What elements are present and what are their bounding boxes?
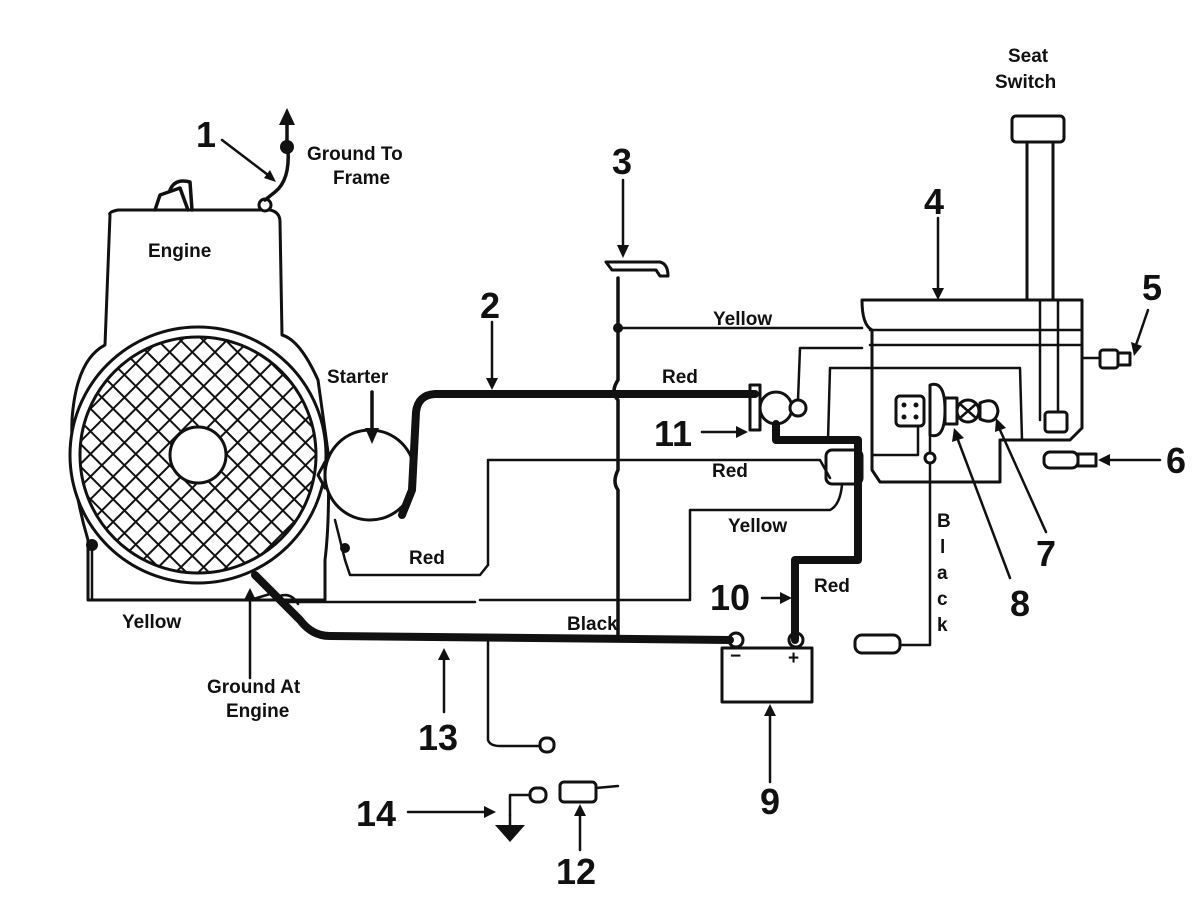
- callout-numbers: 1 2 3 4 5 6 7 8 9 10 11 12 13 14: [196, 114, 1186, 892]
- wire-label-black-v4: c: [937, 589, 948, 610]
- ignition-switch: [894, 382, 1000, 438]
- seat-switch: Seat Switch: [995, 46, 1066, 442]
- wire-label-yellow-middle: Yellow: [728, 516, 787, 537]
- wire-label-black-v3: a: [937, 563, 948, 584]
- wire-label-black-v5: k: [937, 615, 948, 636]
- callout-5: 5: [1142, 267, 1162, 308]
- callout-6: 6: [1166, 440, 1186, 481]
- callout-9: 9: [760, 781, 780, 822]
- wire-label-yellow-left: Yellow: [122, 612, 181, 633]
- seat-switch-label-1: Seat: [1008, 46, 1049, 67]
- wire-label-red-battery: Red: [814, 576, 850, 597]
- wire-labels: Yellow Red Red Yellow Red Red Yellow Bla…: [122, 309, 951, 722]
- wire-label-red-top: Red: [662, 367, 698, 388]
- wire-label-red-lower: Red: [409, 548, 445, 569]
- battery-negative: −: [730, 646, 741, 667]
- battery: − +: [720, 631, 814, 704]
- wire-label-black-v1: B: [937, 511, 951, 532]
- callout-leaders: [220, 138, 1162, 852]
- callout-12: 12: [556, 851, 596, 892]
- ground-to-frame-label-2: Frame: [333, 168, 390, 189]
- wire-label-yellow-top: Yellow: [713, 309, 772, 330]
- wire-label-black-main: Black: [567, 614, 618, 635]
- connector-12: [495, 780, 620, 842]
- ground-to-frame-label-1: Ground To: [307, 144, 403, 165]
- ground-at-engine-label-1: Ground At: [207, 677, 301, 698]
- engine: Engine: [68, 179, 331, 602]
- solenoid: [748, 383, 864, 486]
- starter: Starter: [316, 367, 417, 522]
- wire-label-red-middle: Red: [712, 461, 748, 482]
- callout-10: 10: [710, 577, 750, 618]
- ground-to-frame: Ground To Frame: [263, 108, 403, 202]
- flywheel-screen: [68, 325, 328, 585]
- wires: [86, 260, 1024, 842]
- callout-13: 13: [418, 717, 458, 758]
- callout-2: 2: [480, 285, 500, 326]
- battery-positive: +: [788, 648, 799, 669]
- wire-label-black-v2: l: [940, 537, 945, 558]
- callout-3: 3: [612, 141, 632, 182]
- starter-label: Starter: [327, 367, 389, 388]
- callout-4: 4: [924, 181, 944, 222]
- pto-switch: [1080, 348, 1132, 370]
- seat-switch-label-2: Switch: [995, 72, 1056, 93]
- callout-11: 11: [654, 413, 692, 454]
- connector-6: [1042, 450, 1098, 470]
- callout-14: 14: [356, 793, 396, 834]
- engine-label: Engine: [148, 241, 211, 262]
- callout-7: 7: [1036, 533, 1056, 574]
- callout-1: 1: [196, 114, 216, 155]
- callout-8: 8: [1010, 583, 1030, 624]
- ground-at-engine-label-2: Engine: [226, 701, 289, 722]
